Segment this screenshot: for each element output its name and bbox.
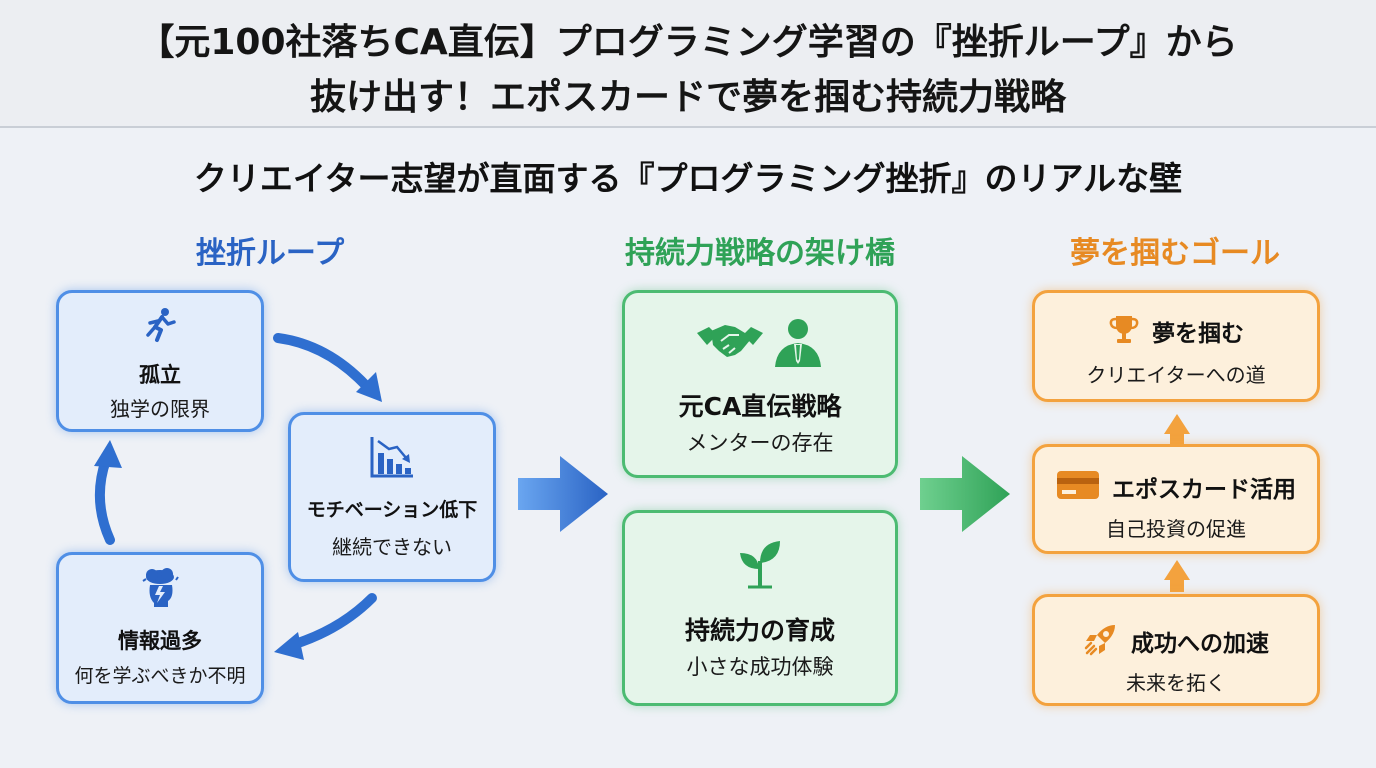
card-subtitle: 何を学ぶべきか不明 bbox=[74, 665, 246, 687]
trophy-icon bbox=[1108, 313, 1140, 349]
goal-card-dream: 夢を掴む クリエイターへの道 bbox=[1032, 290, 1320, 402]
bridge-card-ca-strategy: 元CA直伝戦略 メンターの存在 bbox=[622, 290, 898, 478]
handshake-mentor-icons bbox=[697, 319, 821, 367]
goal-heading: 夢を掴むゴール bbox=[1070, 236, 1280, 271]
goal-card-dream-header: 夢を掴む bbox=[1035, 313, 1317, 349]
declining-chart-icon bbox=[291, 435, 493, 483]
blue-big-arrow bbox=[518, 456, 608, 532]
loop-card-motivation: モチベーション低下 継続できない bbox=[288, 412, 496, 582]
mentor-icon bbox=[775, 319, 821, 367]
page-title-line-2: 抜け出す！エポスカードで夢を掴む持続力戦略 bbox=[309, 77, 1066, 118]
page-title-line-1: 【元100社落ちCA直伝】プログラミング学習の『挫折ループ』から bbox=[138, 22, 1238, 63]
bridge-card-persistence: 持続力の育成 小さな成功体験 bbox=[622, 510, 898, 706]
header: 【元100社落ちCA直伝】プログラミング学習の『挫折ループ』から 抜け出す！エポ… bbox=[0, 0, 1376, 128]
bridge-icons bbox=[625, 315, 895, 373]
goal-card-acceleration: 成功への加速 未来を拓く bbox=[1032, 594, 1320, 706]
loop-arrow-2 bbox=[274, 593, 377, 660]
goal-card-acceleration-header: 成功への加速 bbox=[1035, 621, 1317, 661]
card-title: モチベーション低下 bbox=[306, 499, 478, 521]
loop-card-info-overload: 情報過多 何を学ぶべきか不明 bbox=[56, 552, 264, 704]
card-title: エポスカード活用 bbox=[1112, 477, 1296, 503]
card-subtitle: メンターの存在 bbox=[686, 431, 834, 455]
card-title: 夢を掴む bbox=[1152, 321, 1244, 347]
bridge-heading: 持続力戦略の架け橋 bbox=[625, 236, 895, 271]
sprout-icon bbox=[625, 539, 895, 593]
loop-arrow-1 bbox=[273, 333, 382, 402]
card-title: 元CA直伝戦略 bbox=[678, 392, 842, 421]
card-title: 情報過多 bbox=[118, 629, 202, 653]
card-subtitle: 独学の限界 bbox=[110, 397, 210, 421]
goal-card-epos: エポスカード活用 自己投資の促進 bbox=[1032, 444, 1320, 554]
goal-card-epos-header: エポスカード活用 bbox=[1035, 469, 1317, 505]
credit-card-icon bbox=[1056, 469, 1100, 505]
handshake-icon bbox=[697, 325, 763, 357]
stormy-head-icon bbox=[59, 567, 261, 613]
orange-up-arrow-1 bbox=[1164, 414, 1190, 444]
card-subtitle: 自己投資の促進 bbox=[1106, 517, 1246, 541]
card-subtitle: クリエイターへの道 bbox=[1086, 363, 1266, 387]
card-title: 成功への加速 bbox=[1131, 631, 1269, 657]
card-title: 持続力の育成 bbox=[684, 616, 835, 645]
loop-heading: 挫折ループ bbox=[195, 236, 345, 271]
loop-card-isolation: 孤立 独学の限界 bbox=[56, 290, 264, 432]
card-subtitle: 小さな成功体験 bbox=[686, 655, 834, 679]
orange-up-arrow-2 bbox=[1164, 560, 1190, 592]
card-subtitle: 継続できない bbox=[332, 535, 452, 559]
rocket-icon bbox=[1083, 621, 1119, 661]
green-big-arrow bbox=[920, 456, 1010, 532]
loop-arrow-3 bbox=[94, 440, 122, 545]
running-person-icon bbox=[59, 307, 261, 347]
section-subtitle: クリエイター志望が直面する『プログラミング挫折』のリアルな壁 bbox=[193, 159, 1183, 198]
card-title: 孤立 bbox=[139, 363, 181, 387]
card-subtitle: 未来を拓く bbox=[1126, 671, 1226, 695]
